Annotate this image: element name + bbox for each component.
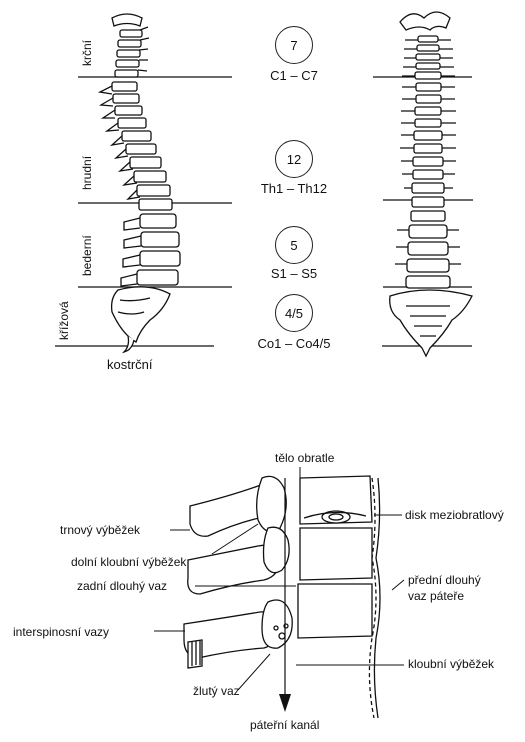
count-circle-sacral: 4/5 bbox=[275, 294, 313, 332]
label-posterior-ligament: zadní dlouhý vaz bbox=[77, 579, 167, 593]
range-label-cervical: C1 – C7 bbox=[234, 68, 354, 83]
label-intervertebral-disc: disk meziobratlový bbox=[405, 508, 504, 522]
label-spinous-process: trnový výběžek bbox=[60, 523, 140, 537]
label-interspinous-ligaments: interspinosní vazy bbox=[13, 625, 109, 639]
range-label-thoracic: Th1 – Th12 bbox=[234, 181, 354, 196]
label-inferior-articular-process: dolní kloubní výběžek bbox=[71, 555, 186, 569]
count-circle-lumbar: 5 bbox=[275, 226, 313, 264]
label-anterior-ligament-line2: vaz páteře bbox=[408, 589, 464, 603]
spine-side-view bbox=[100, 14, 180, 352]
label-spinal-canal: páteřní kanál bbox=[250, 718, 319, 732]
range-label-lumbar: S1 – S5 bbox=[234, 266, 354, 281]
region-label-lumbar: bederní bbox=[80, 235, 94, 276]
label-articular-process: kloubní výběžek bbox=[408, 657, 494, 671]
coccyx-label: kostrční bbox=[107, 358, 153, 372]
region-label-cervical: krční bbox=[80, 40, 94, 66]
region-label-thoracic: hrudní bbox=[80, 156, 94, 190]
count-circle-thoracic: 12 bbox=[275, 140, 313, 178]
spine-front-view bbox=[390, 12, 472, 356]
count-circle-cervical: 7 bbox=[275, 26, 313, 64]
region-label-sacral: křížová bbox=[57, 301, 71, 340]
range-label-sacral: Co1 – Co4/5 bbox=[234, 336, 354, 351]
label-ligamentum-flavum: žlutý vaz bbox=[193, 684, 240, 698]
label-vertebral-body: tělo obratle bbox=[275, 451, 334, 465]
vertebra-detail-view bbox=[184, 476, 380, 718]
label-anterior-ligament-line1: přední dlouhý bbox=[408, 573, 481, 587]
